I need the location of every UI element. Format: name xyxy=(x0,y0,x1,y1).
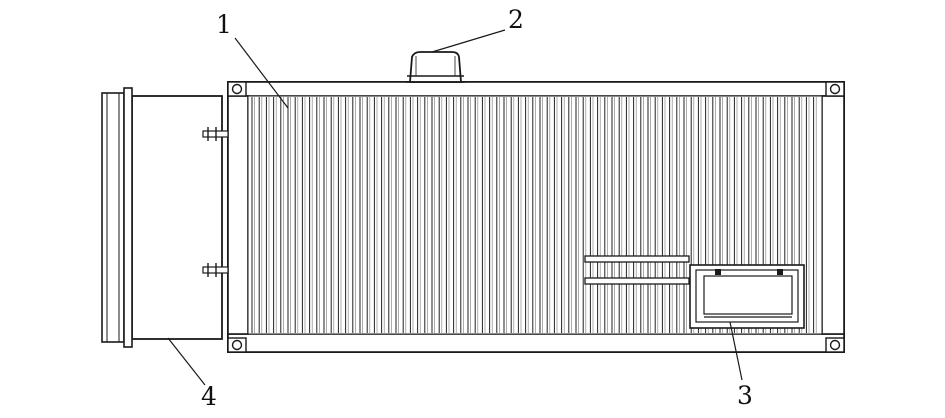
right-corner-post xyxy=(821,95,845,335)
callout-1: 1 xyxy=(216,10,232,39)
leader-line-1 xyxy=(234,37,289,109)
end-chamber-latches xyxy=(202,127,229,277)
roof-unit-cap xyxy=(409,51,462,83)
leader-lines xyxy=(167,29,743,386)
corner-casting-bottom-left xyxy=(227,337,247,353)
corner-casting-hole xyxy=(829,339,841,351)
callouts: 1 2 3 4 xyxy=(201,5,753,411)
corner-casting-hole xyxy=(231,83,243,95)
corner-casting-top-left xyxy=(227,81,247,97)
leader-line-4 xyxy=(167,337,206,386)
corner-casting-bottom-right xyxy=(825,337,845,353)
corner-casting-hole xyxy=(231,339,243,351)
corner-castings xyxy=(227,81,845,353)
side-bar-lower xyxy=(584,277,690,285)
bottom-rail xyxy=(227,333,845,353)
side-door-panel xyxy=(703,275,793,315)
leader-line-3 xyxy=(729,321,743,381)
side-door-hinge xyxy=(777,269,783,275)
callout-4: 4 xyxy=(201,382,217,411)
side-bar-upper xyxy=(584,255,690,263)
corner-casting-hole xyxy=(829,83,841,95)
side-door-hinge xyxy=(715,269,721,275)
end-chamber-flange-outer xyxy=(101,92,125,343)
container-body xyxy=(227,81,845,353)
corner-casting-top-right xyxy=(825,81,845,97)
left-corner-post xyxy=(227,95,249,335)
side-door xyxy=(689,264,805,329)
roof-unit xyxy=(406,51,465,83)
callout-3: 3 xyxy=(737,381,753,410)
end-chamber xyxy=(101,87,229,348)
side-bars xyxy=(584,255,690,285)
top-rail xyxy=(227,81,845,97)
callout-2: 2 xyxy=(508,5,524,34)
end-chamber-flange-inner xyxy=(123,87,133,348)
leader-line-2 xyxy=(431,29,506,53)
